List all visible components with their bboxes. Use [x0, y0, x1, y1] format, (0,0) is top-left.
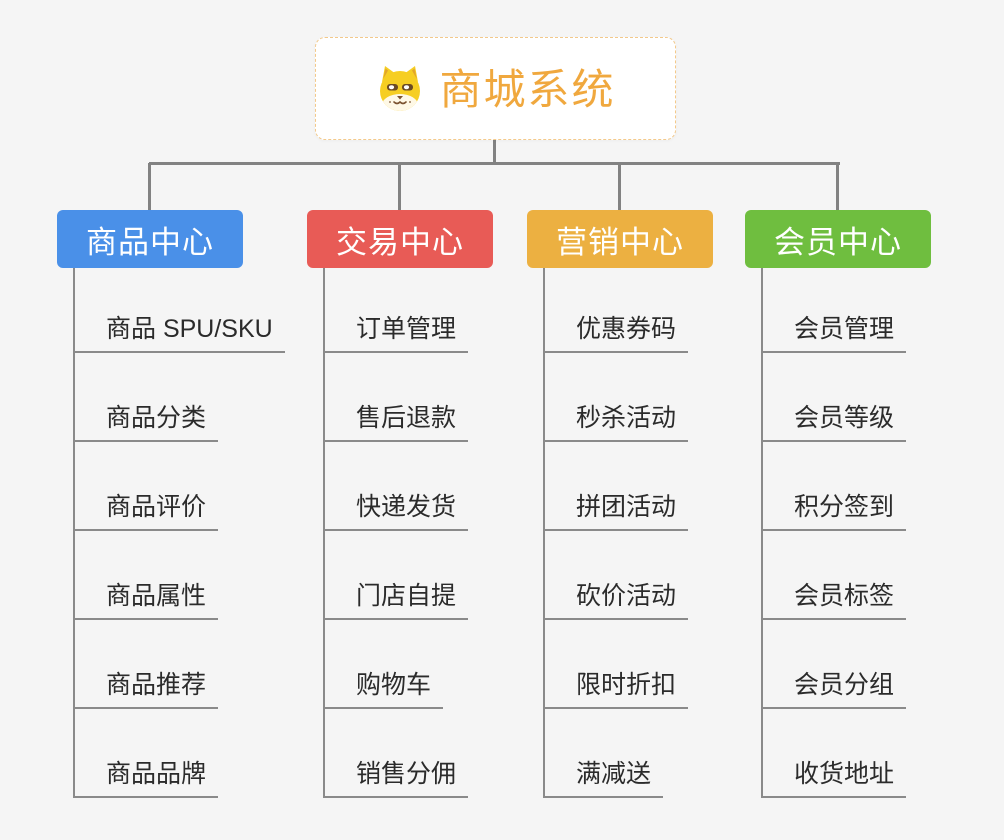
leaf-label: 商品属性	[106, 582, 207, 610]
branch-spine	[323, 268, 325, 798]
leaf-item[interactable]: 会员分组	[761, 620, 907, 709]
leaf-item[interactable]: 商品属性	[73, 531, 219, 620]
leaf-label: 积分签到	[794, 493, 895, 521]
leaf-label: 限时折扣	[576, 671, 677, 699]
leaf-label: 快递发货	[356, 493, 457, 521]
leaf-item[interactable]: 砍价活动	[543, 531, 689, 620]
leaf-label: 秒杀活动	[576, 404, 677, 432]
branch-spine	[73, 268, 75, 798]
leaf-label: 会员管理	[794, 315, 895, 343]
leaf-item[interactable]: 拼团活动	[543, 442, 689, 531]
branch-items: 商品 SPU/SKU 商品分类商品评价商品属性商品推荐商品品牌	[73, 268, 285, 798]
leaf-label: 拼团活动	[576, 493, 677, 521]
leaf-item[interactable]: 商品评价	[73, 442, 219, 531]
branch-connector	[148, 163, 151, 210]
leaf-label: 销售分佣	[356, 760, 457, 788]
branch-node[interactable]: 会员中心	[745, 210, 931, 268]
leaf-label: 会员等级	[794, 404, 895, 432]
leaf-item[interactable]: 会员管理	[761, 268, 907, 353]
branch-connector	[398, 163, 401, 210]
branch-node[interactable]: 交易中心	[307, 210, 493, 268]
leaf-label: 售后退款	[356, 404, 457, 432]
leaf-label: 满减送	[576, 760, 652, 788]
leaf-item[interactable]: 秒杀活动	[543, 353, 689, 442]
root-connector-vertical	[493, 140, 496, 164]
leaf-item[interactable]: 优惠券码	[543, 268, 689, 353]
leaf-label: 优惠券码	[576, 315, 677, 343]
leaf-label: 商品评价	[106, 493, 207, 521]
branch-connector	[618, 163, 621, 210]
leaf-item[interactable]: 会员等级	[761, 353, 907, 442]
leaf-item[interactable]: 快递发货	[323, 442, 469, 531]
leaf-item[interactable]: 收货地址	[761, 709, 907, 798]
dog-icon	[380, 65, 421, 111]
root-title: 商城系统	[439, 65, 616, 113]
leaf-item[interactable]: 售后退款	[323, 353, 469, 442]
leaf-label: 门店自提	[356, 582, 457, 610]
leaf-item[interactable]: 商品分类	[73, 353, 219, 442]
branch-items: 订单管理售后退款快递发货门店自提购物车销售分佣	[323, 268, 469, 798]
leaf-label: 订单管理	[356, 315, 457, 343]
branch-spine	[761, 268, 763, 798]
branch-spine	[543, 268, 545, 798]
branch-node[interactable]: 营销中心	[527, 210, 713, 268]
leaf-label: 收货地址	[794, 760, 895, 788]
leaf-label: 商品 SPU/SKU	[106, 315, 273, 343]
leaf-label: 购物车	[356, 671, 432, 699]
leaf-label: 砍价活动	[576, 582, 677, 610]
leaf-item[interactable]: 购物车	[323, 620, 444, 709]
branch-connector	[836, 163, 839, 210]
leaf-item[interactable]: 满减送	[543, 709, 664, 798]
branch-items: 优惠券码秒杀活动拼团活动砍价活动限时折扣满减送	[543, 268, 689, 798]
leaf-item[interactable]: 订单管理	[323, 268, 469, 353]
root-connector-horizontal	[149, 162, 840, 165]
leaf-item[interactable]: 商品推荐	[73, 620, 219, 709]
leaf-item[interactable]: 限时折扣	[543, 620, 689, 709]
leaf-item[interactable]: 商品 SPU/SKU	[73, 268, 285, 353]
branch-4: 会员中心 会员管理会员等级积分签到会员标签会员分组收货地址	[745, 163, 931, 798]
branch-3: 营销中心 优惠券码秒杀活动拼团活动砍价活动限时折扣满减送	[527, 163, 713, 798]
branch-2: 交易中心 订单管理售后退款快递发货门店自提购物车销售分佣	[307, 163, 493, 798]
leaf-item[interactable]: 销售分佣	[323, 709, 469, 798]
leaf-label: 商品推荐	[106, 671, 207, 699]
root-node[interactable]: 商城系统	[315, 37, 676, 140]
leaf-label: 会员标签	[794, 582, 895, 610]
leaf-item[interactable]: 商品品牌	[73, 709, 219, 798]
leaf-label: 会员分组	[794, 671, 895, 699]
leaf-item[interactable]: 会员标签	[761, 531, 907, 620]
branch-node[interactable]: 商品中心	[57, 210, 243, 268]
leaf-item[interactable]: 门店自提	[323, 531, 469, 620]
branch-1: 商品中心 商品 SPU/SKU 商品分类商品评价商品属性商品推荐商品品牌	[57, 163, 285, 798]
branch-items: 会员管理会员等级积分签到会员标签会员分组收货地址	[761, 268, 907, 798]
leaf-label: 商品品牌	[106, 760, 207, 788]
leaf-item[interactable]: 积分签到	[761, 442, 907, 531]
leaf-label: 商品分类	[106, 404, 207, 432]
